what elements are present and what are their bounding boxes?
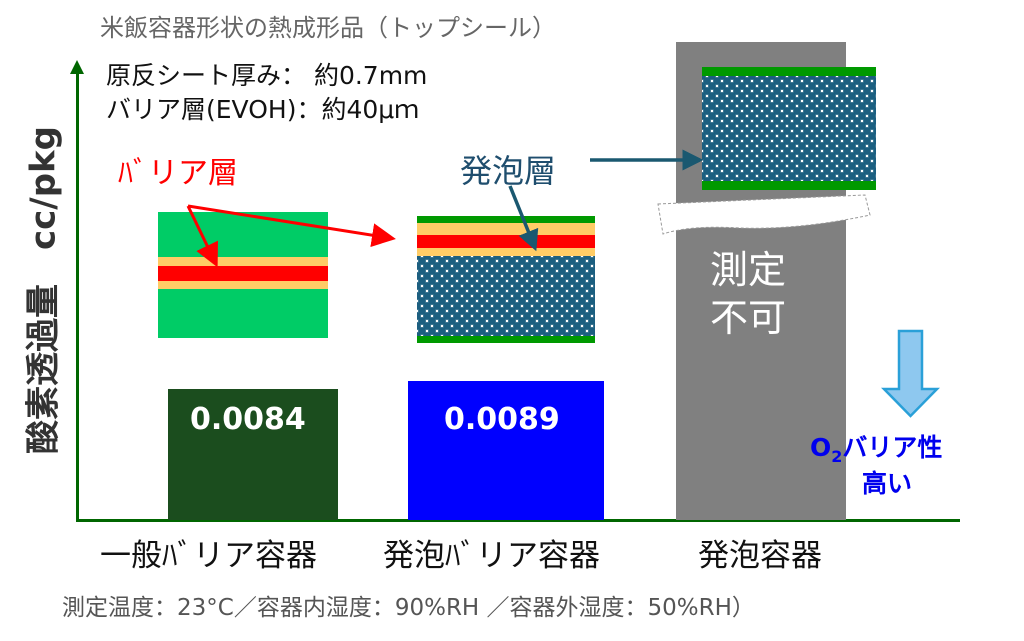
barrier-core [417, 235, 595, 248]
layer-diagram-foam-barrier [417, 216, 595, 343]
o2-symbol: O [810, 433, 832, 462]
foam-arrow [508, 185, 539, 252]
not-measurable-line: 測定 [710, 248, 787, 292]
bar-general-barrier [168, 388, 338, 520]
barrier-arrow [186, 205, 218, 268]
barrier-arrow [187, 204, 396, 248]
x-axis [76, 519, 960, 522]
layer-diagram-foam [702, 67, 876, 190]
spec-thickness: 原反シート厚み： 約0.7mm [106, 61, 428, 90]
skin-layer [702, 181, 876, 190]
barrier-core [158, 266, 328, 281]
category-label: 一般ﾊﾞリア容器 [100, 538, 317, 574]
data-label: 0.0084 [190, 402, 306, 437]
o2-barrier-text: バリア性 [842, 433, 943, 462]
not-measurable-line: 不可 [710, 296, 787, 340]
skin-layer [702, 67, 876, 76]
o2-subscript: 2 [831, 447, 843, 466]
footer-conditions: 測定温度：23°C／容器内湿度：90%RH ／容器外湿度：50%RH） [62, 595, 755, 621]
barrier-layer-label: ﾊﾞリア層 [118, 156, 238, 191]
data-label: 0.0089 [444, 402, 560, 437]
foam-layer-label: 発泡層 [460, 152, 557, 190]
bar-foam-barrier [408, 381, 604, 520]
figure-title: 米飯容器形状の熱成形品（トップシール） [100, 14, 556, 42]
spec-barrier: バリア層(EVOH)：約40μｍ [106, 95, 420, 124]
o2-barrier-label: O2バリア性 [810, 428, 942, 466]
skin-layer [417, 216, 595, 223]
foam-layer [417, 256, 595, 336]
not-measurable-label: 測定 不可 [710, 246, 786, 342]
down-arrow-icon [881, 329, 940, 418]
skin-layer [417, 336, 595, 343]
category-label: 発泡ﾊﾞリア容器 [383, 538, 600, 574]
axis-break-mark [657, 194, 871, 235]
category-label: 発泡容器 [698, 538, 822, 574]
y-axis-arrowhead [70, 60, 84, 74]
layer-diagram-general [158, 212, 328, 338]
foam-layer [702, 76, 876, 181]
o2-barrier-high: 高い [862, 469, 913, 498]
y-axis [76, 72, 79, 522]
